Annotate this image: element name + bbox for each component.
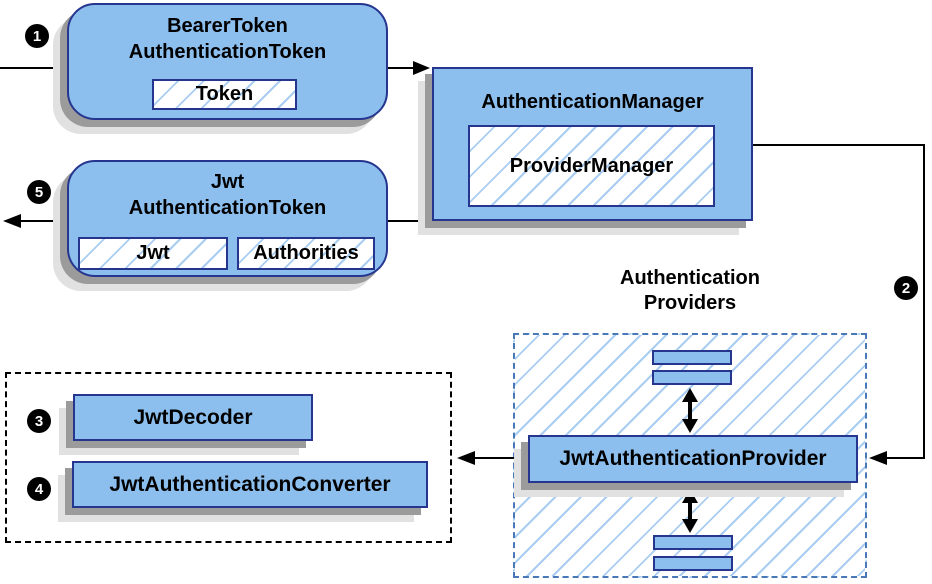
step-badge-5: 5 xyxy=(27,180,51,204)
provider-manager-label: ProviderManager xyxy=(509,154,674,177)
jwt-field-label: Jwt xyxy=(136,242,170,264)
jwt-field: Jwt xyxy=(78,237,228,270)
jwt-authentication-provider-label: JwtAuthenticationProvider xyxy=(559,447,827,470)
step-badge-1: 1 xyxy=(25,24,49,48)
authentication-providers-label-line1: Authentication xyxy=(620,267,760,289)
provider-placeholder-rect-1 xyxy=(652,350,732,365)
jwt-authentication-converter-label: JwtAuthenticationConverter xyxy=(109,472,391,496)
step-badge-4: 4 xyxy=(27,477,51,501)
authentication-providers-label: Authentication Providers xyxy=(555,266,825,316)
jwt-token-title-line2: AuthenticationToken xyxy=(128,197,327,219)
token-field-label: Token xyxy=(195,83,254,105)
authentication-providers-label-line2: Providers xyxy=(643,292,737,314)
jwt-token-title-line1: Jwt xyxy=(210,171,245,193)
step-badge-2: 2 xyxy=(894,276,918,300)
step-badge-4-number: 4 xyxy=(34,480,44,498)
node-bearer-token-authentication-token: BearerToken AuthenticationToken Token xyxy=(67,3,388,120)
provider-placeholder-rect-3 xyxy=(653,535,733,550)
double-arrow-top xyxy=(682,388,698,433)
decoder-converter-container xyxy=(5,372,452,543)
node-jwt-decoder: JwtDecoder xyxy=(73,394,313,441)
node-authentication-manager: AuthenticationManager ProviderManager xyxy=(432,67,753,221)
step-badge-3-number: 3 xyxy=(34,412,44,430)
step-badge-1-number: 1 xyxy=(32,27,42,45)
bearer-token-title-line1: BearerToken xyxy=(167,15,288,37)
authentication-manager-title: AuthenticationManager xyxy=(481,91,704,113)
step-badge-2-number: 2 xyxy=(901,279,911,297)
jwt-decoder-label: JwtDecoder xyxy=(133,405,253,429)
node-jwt-authentication-converter: JwtAuthenticationConverter xyxy=(72,461,428,508)
provider-placeholder-rect-2 xyxy=(652,370,732,385)
node-jwt-authentication-provider: JwtAuthenticationProvider xyxy=(528,435,858,483)
node-jwt-authentication-token: Jwt AuthenticationToken Jwt Authorities xyxy=(67,160,388,277)
step-badge-5-number: 5 xyxy=(34,183,44,201)
authorities-field-label: Authorities xyxy=(253,242,359,264)
authorities-field: Authorities xyxy=(237,237,375,270)
arrow-manager-to-provider xyxy=(753,144,925,465)
bearer-token-title-line2: AuthenticationToken xyxy=(128,41,327,63)
provider-manager-box: ProviderManager xyxy=(468,125,715,207)
double-arrow-bottom xyxy=(682,489,698,533)
step-badge-3: 3 xyxy=(27,409,51,433)
token-field: Token xyxy=(152,79,297,110)
provider-placeholder-rect-4 xyxy=(653,556,733,571)
arrow-provider-to-decoder xyxy=(457,451,528,465)
